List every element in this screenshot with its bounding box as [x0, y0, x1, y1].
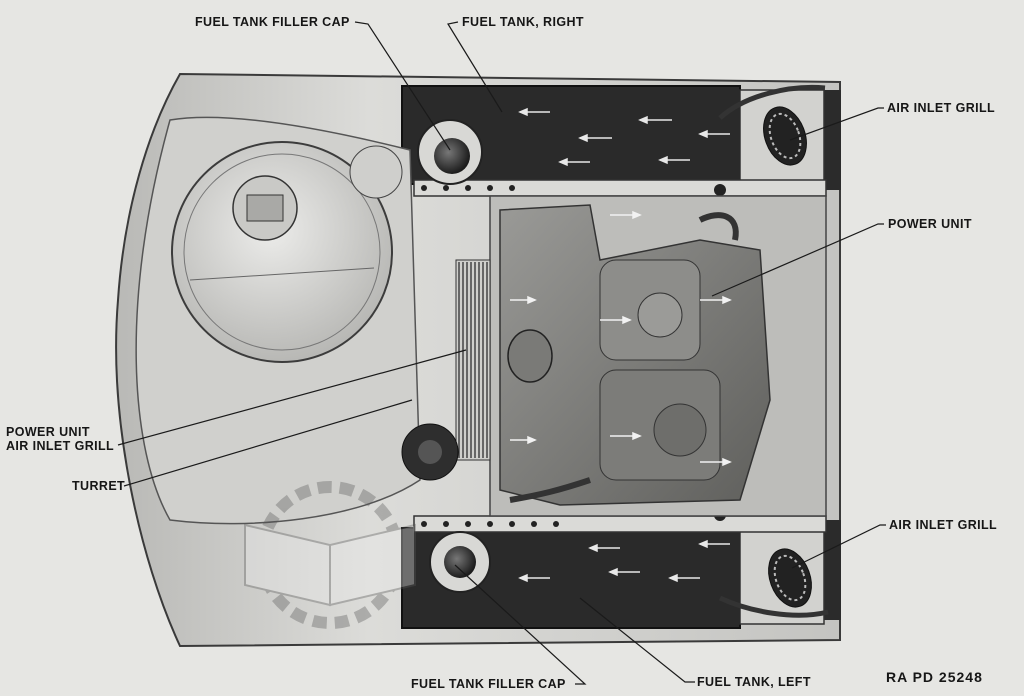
leader-air-inlet-grill-bottom: [791, 524, 886, 569]
upper-rail: [413, 179, 827, 197]
turret: [135, 116, 459, 525]
power-unit: [489, 195, 827, 517]
figure-id: RA PD 25248: [886, 669, 983, 685]
leader-power-unit-air-inlet-grill: [117, 349, 467, 446]
label-turret: TURRET: [72, 479, 126, 493]
label-power-unit-air-inlet-grill-line2: AIR INLET GRILL: [6, 439, 115, 453]
leader-fuel-tank-left: [579, 597, 695, 683]
label-fuel-tank-right: FUEL TANK, RIGHT: [462, 15, 584, 29]
leader-lines: [117, 21, 886, 685]
leader-air-inlet-grill-top: [789, 107, 884, 141]
leader-fuel-tank-filler-cap-bottom: [454, 564, 587, 685]
label-fuel-tank-left: FUEL TANK, LEFT: [697, 675, 811, 689]
label-fuel-tank-filler-cap-top: FUEL TANK FILLER CAP: [195, 15, 350, 29]
fuel-cap-icon: [417, 119, 483, 185]
fuel-cap-icon: [429, 531, 491, 593]
power-unit-air-inlet-grill: [455, 259, 491, 461]
leader-fuel-tank-filler-cap-top: [354, 21, 451, 151]
label-fuel-tank-filler-cap-bottom: FUEL TANK FILLER CAP: [411, 677, 566, 691]
airflow-arrow-icon: [518, 107, 730, 583]
label-power-unit: POWER UNIT: [888, 217, 972, 231]
airflow-arrow-icon: [510, 210, 732, 467]
label-power-unit-air-inlet-grill-line1: POWER UNIT: [6, 425, 90, 439]
leader-power-unit: [711, 223, 884, 297]
label-air-inlet-grill-top: AIR INLET GRILL: [887, 101, 996, 115]
leader-fuel-tank-right: [447, 21, 503, 113]
label-power-unit-air-inlet-grill: POWER UNIT AIR INLET GRILL: [6, 425, 114, 453]
grill-icon: [718, 85, 826, 166]
leader-turret: [123, 399, 413, 487]
label-air-inlet-grill-bottom: AIR INLET GRILL: [889, 518, 998, 532]
book-watermark-icon: [244, 481, 416, 629]
